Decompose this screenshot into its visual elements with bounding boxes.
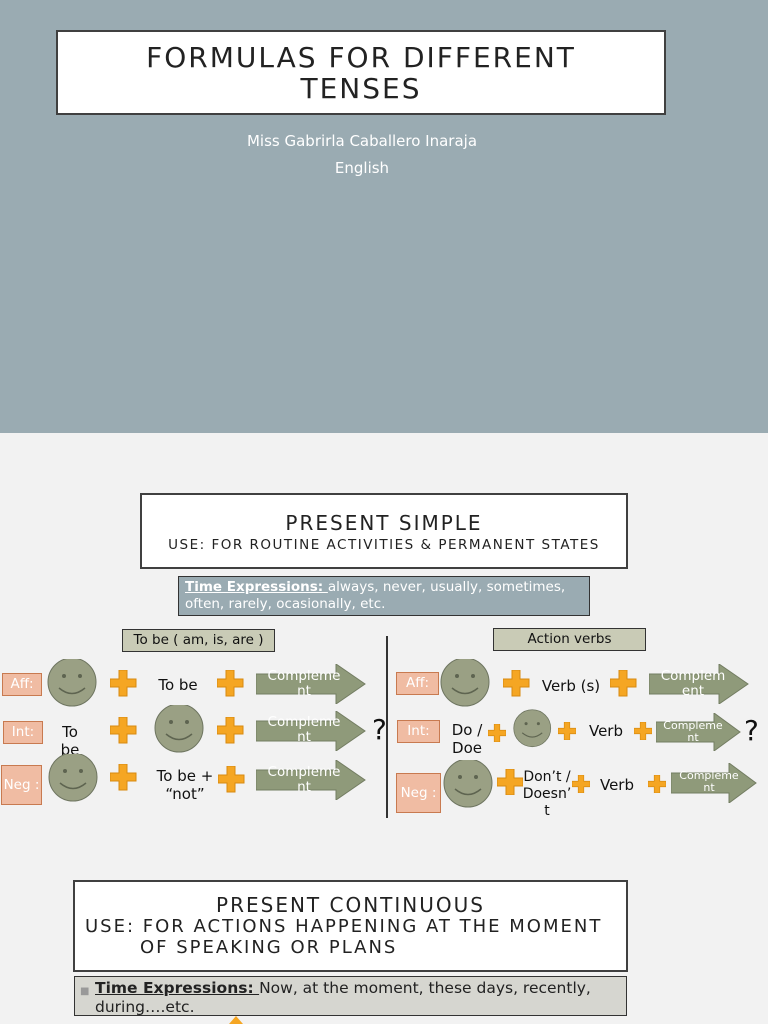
arrow-right-icon xyxy=(256,760,366,800)
time-expressions-label: Time Expressions: xyxy=(95,979,260,997)
complement-label: Compleme nt xyxy=(267,715,341,745)
plus-icon xyxy=(503,670,530,697)
present-continuous-time-expressions: ■ Time Expressions: Now, at the moment, … xyxy=(74,976,627,1016)
plus-icon xyxy=(217,670,244,697)
complement-label: Compleme nt xyxy=(679,770,739,794)
slide-title: FORMULAS FOR DIFFERENT TENSES xyxy=(56,30,666,115)
verb-base: Verb xyxy=(599,776,634,794)
plus-icon xyxy=(572,775,590,793)
present-continuous-use: USE: FOR ACTIONS HAPPENING AT THE MOMENT… xyxy=(75,916,626,958)
arrow-right-icon xyxy=(656,713,741,751)
neg-tag-left: Neg : xyxy=(1,765,42,805)
complement-label: Complem ent xyxy=(660,669,726,699)
present-continuous-use-line1: USE: FOR ACTIONS HAPPENING AT THE MOMENT xyxy=(85,916,603,937)
plus-icon xyxy=(110,670,137,697)
column-divider xyxy=(386,636,388,818)
plus-icon xyxy=(110,717,137,744)
triangle-marker-icon xyxy=(229,1016,243,1024)
arrow-right-icon xyxy=(256,664,366,704)
present-continuous-title: PRESENT CONTINUOUS xyxy=(216,893,485,917)
smiley-face-icon xyxy=(154,705,204,753)
plus-icon xyxy=(648,775,666,793)
plus-icon xyxy=(217,717,244,744)
smiley-face-icon xyxy=(443,760,493,808)
time-expressions-text: Now, at the moment, these days, recently… xyxy=(95,979,591,1016)
action-verbs-header: Action verbs xyxy=(493,628,646,651)
present-continuous-use-line2: OF SPEAKING OR PLANS xyxy=(140,937,398,958)
plus-icon xyxy=(634,722,652,740)
author-name: Miss Gabrirla Caballero Inaraja xyxy=(246,132,478,150)
complement-label: Compleme nt xyxy=(267,765,341,795)
smiley-face-icon xyxy=(48,754,98,802)
aff-tag-right: Aff: xyxy=(396,672,439,695)
verb-to-be: To be xyxy=(158,676,198,694)
present-simple-title: PRESENT SIMPLE xyxy=(285,511,483,535)
smiley-face-icon xyxy=(47,659,97,707)
smiley-face-icon xyxy=(440,659,490,707)
subject-name: English xyxy=(334,159,390,177)
int-tag-left: Int: xyxy=(3,721,43,744)
neg-tag-right: Neg : xyxy=(396,773,441,813)
aff-tag-left: Aff: xyxy=(2,673,42,696)
int-tag-right: Int: xyxy=(397,720,440,743)
complement-label: Compleme nt xyxy=(663,720,723,744)
aux-dont-doesnt: Don’t / Doesn’ t xyxy=(522,769,572,819)
plus-icon xyxy=(218,766,245,793)
present-continuous-header: PRESENT CONTINUOUS USE: FOR ACTIONS HAPP… xyxy=(73,880,628,972)
smiley-face-icon xyxy=(513,709,552,748)
verb-to-be-not: To be + “not” xyxy=(156,767,214,803)
to-be-header: To be ( am, is, are ) xyxy=(122,629,275,652)
aux-do-does: Do / Doe xyxy=(451,721,483,757)
complement-label: Compleme nt xyxy=(267,669,341,699)
arrow-right-icon xyxy=(256,711,366,751)
time-expressions-label: Time Expressions: xyxy=(185,579,328,595)
present-simple-header: PRESENT SIMPLE USE: FOR ROUTINE ACTIVITI… xyxy=(140,493,628,569)
bullet-icon: ■ xyxy=(80,986,90,997)
plus-icon xyxy=(558,722,576,740)
arrow-right-icon xyxy=(671,763,757,803)
present-simple-use: USE: FOR ROUTINE ACTIVITIES & PERMANENT … xyxy=(168,537,600,553)
verb-base: Verb xyxy=(588,722,623,740)
plus-icon xyxy=(488,724,506,742)
time-expressions-text: always, never, usually, sometimes, often… xyxy=(185,579,566,612)
verb-s: Verb (s) xyxy=(541,677,601,695)
arrow-right-icon xyxy=(649,664,749,704)
present-simple-time-expressions: Time Expressions: always, never, usually… xyxy=(178,576,590,616)
plus-icon xyxy=(110,764,137,791)
question-mark: ? xyxy=(372,713,387,746)
plus-icon xyxy=(610,670,637,697)
title-slide: FORMULAS FOR DIFFERENT TENSES Miss Gabri… xyxy=(0,0,768,433)
question-mark: ? xyxy=(744,714,759,747)
